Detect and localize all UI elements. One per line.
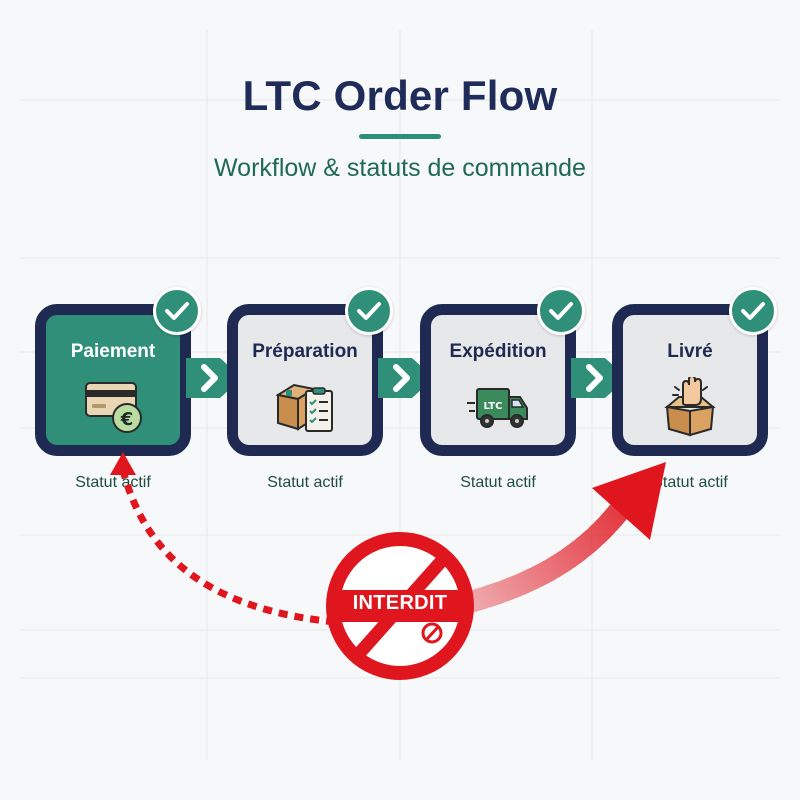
check-icon xyxy=(537,287,585,335)
check-icon xyxy=(153,287,201,335)
step-label: Livré xyxy=(667,341,713,362)
check-icon xyxy=(345,287,393,335)
status-label: Statut actif xyxy=(652,474,728,491)
check-icon xyxy=(729,287,777,335)
box-clipboard-icon xyxy=(275,383,333,432)
forbidden-label: INTERDIT xyxy=(352,592,448,614)
page-subtitle: Workflow & statuts de commande xyxy=(214,154,586,182)
step-expedition[interactable]: Expédition LTC xyxy=(420,304,576,456)
delivery-truck-icon: LTC xyxy=(467,388,528,428)
truck-label: LTC xyxy=(484,401,503,412)
step-label: Paiement xyxy=(70,341,156,362)
status-label: Statut actif xyxy=(75,474,151,491)
step-label: Expédition xyxy=(449,341,547,362)
status-label: Statut actif xyxy=(267,474,343,491)
credit-card-euro-icon: € xyxy=(85,382,142,433)
page-title: LTC Order Flow xyxy=(242,72,558,119)
step-paiement[interactable]: Paiement € xyxy=(35,304,191,456)
svg-text:€: € xyxy=(120,409,134,430)
step-label: Préparation xyxy=(252,341,358,362)
hand-open-box-icon xyxy=(664,377,716,437)
title-underline xyxy=(359,134,441,139)
status-label: Statut actif xyxy=(460,474,536,491)
